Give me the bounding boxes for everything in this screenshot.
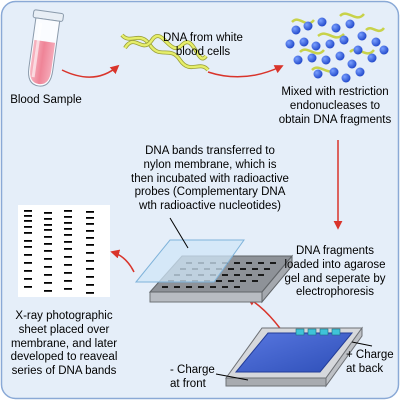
arrow-dna-to-mixed	[207, 65, 284, 78]
charge-front-label: - Charge at front	[170, 364, 215, 390]
dna-helix-icon	[120, 33, 210, 72]
mixed-label: Mixed with restriction endonucleases to …	[278, 86, 392, 126]
test-tube-icon	[28, 9, 64, 87]
transfer-label: DNA bands transferred to nylon membrane,…	[131, 145, 289, 213]
arrow-blood-to-dna	[61, 64, 120, 78]
fragments-label: DNA fragments loaded into agarose gel an…	[284, 245, 386, 299]
nylon-membrane-icon	[134, 217, 294, 304]
xray-sheet-icon	[18, 205, 110, 297]
gel-electrophoresis-icon	[215, 326, 373, 388]
dna-white-cells-label: DNA from white blood cells	[163, 32, 243, 58]
blood-sample-label: Blood Sample	[10, 94, 82, 106]
xray-label: X-ray photographic sheet placed over mem…	[10, 310, 118, 378]
charge-back-label: + Charge at back	[346, 349, 394, 375]
arrow-membrane-to-xray	[110, 249, 135, 273]
dna-fragments-icon	[285, 12, 389, 83]
